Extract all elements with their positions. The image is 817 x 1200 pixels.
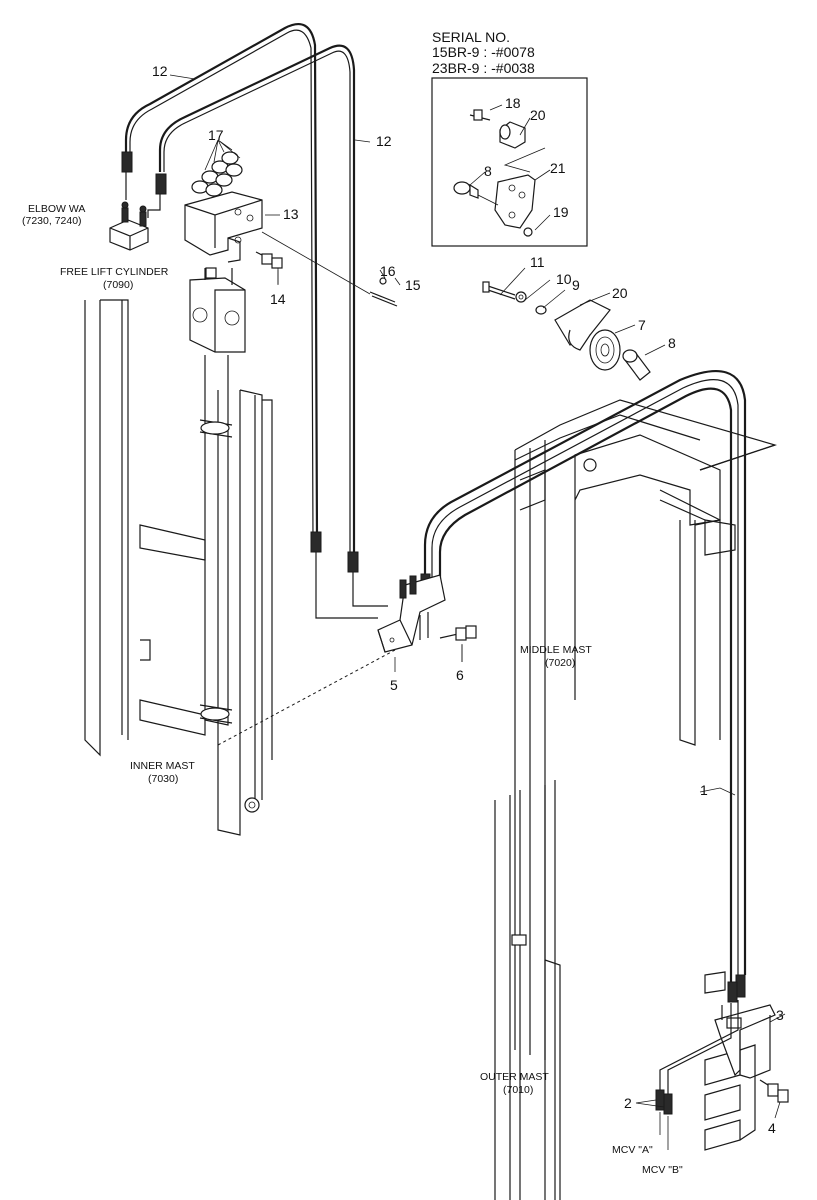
free-lift-cylinder (189, 267, 246, 726)
hose-12 (121, 23, 388, 619)
label-middle-mast-ref: (7020) (545, 657, 575, 669)
label-middle-mast: MIDDLE MAST (520, 644, 592, 656)
callout-8-inset: 8 (484, 163, 492, 179)
label-free-lift: FREE LIFT CYLINDER (60, 266, 169, 278)
label-free-lift-ref: (7090) (103, 279, 133, 291)
serial-line-2: 23BR-9 : -#0038 (432, 60, 535, 76)
serial-title: SERIAL NO. (432, 29, 510, 45)
callout-17: 17 (208, 127, 224, 143)
bolt-6 (439, 625, 477, 662)
callout-1: 1 (700, 782, 708, 798)
middle-mast (514, 399, 778, 1060)
leaders (169, 74, 786, 1119)
bolt-4 (759, 1079, 789, 1103)
sheave-set-17 (191, 139, 243, 197)
sheave-bracket-13 (184, 191, 263, 263)
callout-15: 15 (405, 277, 421, 293)
callout-11: 11 (530, 254, 545, 270)
callout-5: 5 (390, 677, 398, 693)
label-mcv-a: MCV "A" (612, 1144, 653, 1156)
serial-inset (431, 77, 588, 247)
callout-13: 13 (283, 206, 299, 222)
callout-20: 20 (612, 285, 628, 301)
elbow-wa (109, 201, 149, 251)
callout-16: 16 (380, 263, 396, 279)
callout-10: 10 (556, 271, 572, 287)
hose-1 (420, 370, 747, 1003)
outer-mast (494, 780, 756, 1200)
bracket-5 (377, 574, 446, 653)
inner-mast (84, 299, 273, 836)
callout-19: 19 (553, 204, 569, 220)
label-mcv-b: MCV "B" (642, 1164, 683, 1176)
callout-21: 21 (550, 160, 566, 176)
callout-8: 8 (668, 335, 676, 351)
callout-4: 4 (768, 1120, 776, 1136)
label-outer-mast-ref: (7010) (503, 1084, 533, 1096)
serial-line-1: 15BR-9 : -#0078 (432, 44, 535, 60)
callout-3: 3 (776, 1007, 784, 1023)
callout-12-left: 12 (152, 63, 168, 79)
callout-12-right: 12 (376, 133, 392, 149)
label-elbow-ref: (7230, 7240) (22, 215, 82, 227)
callout-9: 9 (572, 277, 580, 293)
callout-7: 7 (638, 317, 646, 333)
label-elbow: ELBOW WA (28, 203, 85, 215)
label-inner-mast-ref: (7030) (148, 773, 178, 785)
callout-20-inset: 20 (530, 107, 546, 123)
callout-14: 14 (270, 291, 286, 307)
callout-18: 18 (505, 95, 521, 111)
hose-2 (655, 1000, 739, 1150)
label-outer-mast: OUTER MAST (480, 1071, 549, 1083)
label-inner-mast: INNER MAST (130, 760, 195, 772)
callout-2: 2 (624, 1095, 632, 1111)
callout-6: 6 (456, 667, 464, 683)
dash-link (217, 649, 396, 746)
pin-15 (261, 231, 398, 307)
